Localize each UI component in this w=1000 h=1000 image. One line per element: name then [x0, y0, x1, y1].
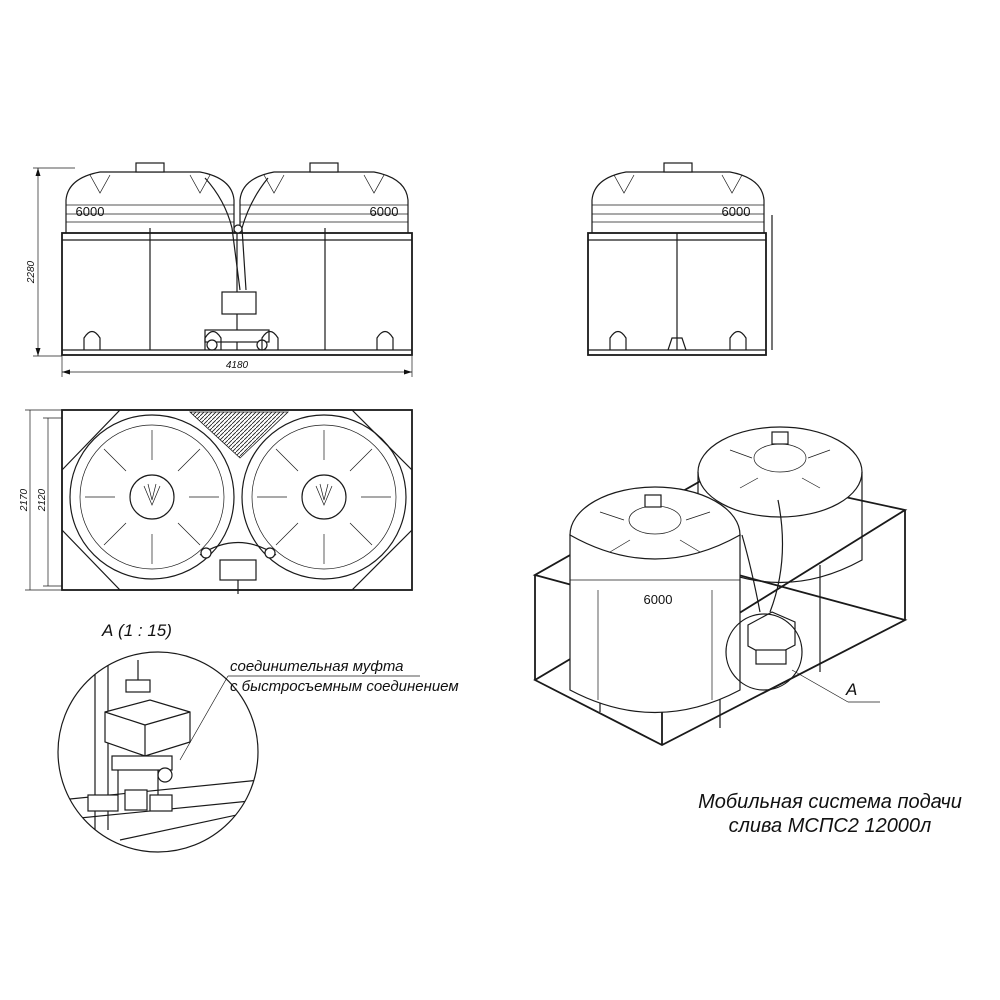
isometric-view: 6000 А [532, 426, 908, 747]
callout-line1: соединительная муфта [230, 658, 404, 675]
title-line1: Мобильная система подачи [698, 791, 962, 813]
iso-detail-marker: А [845, 680, 857, 699]
callout-line2: с быстросъемным соединением [230, 678, 459, 695]
front-view: 2280 4180 6000 [26, 162, 413, 377]
title-line2: слива МСПС2 12000л [729, 815, 932, 837]
iso-tank-label: 6000 [644, 592, 673, 607]
dim-front-height-text: 2280 [26, 260, 37, 284]
dim-front-width-text: 4180 [226, 360, 249, 371]
side-tank-label: 6000 [722, 204, 751, 219]
dim-top-heights: 2170 2120 [19, 409, 62, 591]
dim-top-outer-text: 2170 [19, 488, 30, 512]
front-left-tank-label: 6000 [76, 204, 105, 219]
detail-heading: А (1 : 15) [101, 621, 172, 640]
drawing-title: Мобильная система подачи слива МСПС2 120… [698, 791, 962, 837]
dim-front-height: 2280 [26, 167, 75, 357]
dim-front-width: 4180 [61, 356, 413, 377]
dim-top-inner-text: 2120 [37, 488, 48, 512]
detail-a: А (1 : 15) соединительная муфта с быстро… [57, 621, 459, 853]
side-view: 6000 [587, 162, 773, 356]
front-right-tank-label: 6000 [370, 204, 399, 219]
top-view: 2170 2120 [19, 409, 413, 594]
